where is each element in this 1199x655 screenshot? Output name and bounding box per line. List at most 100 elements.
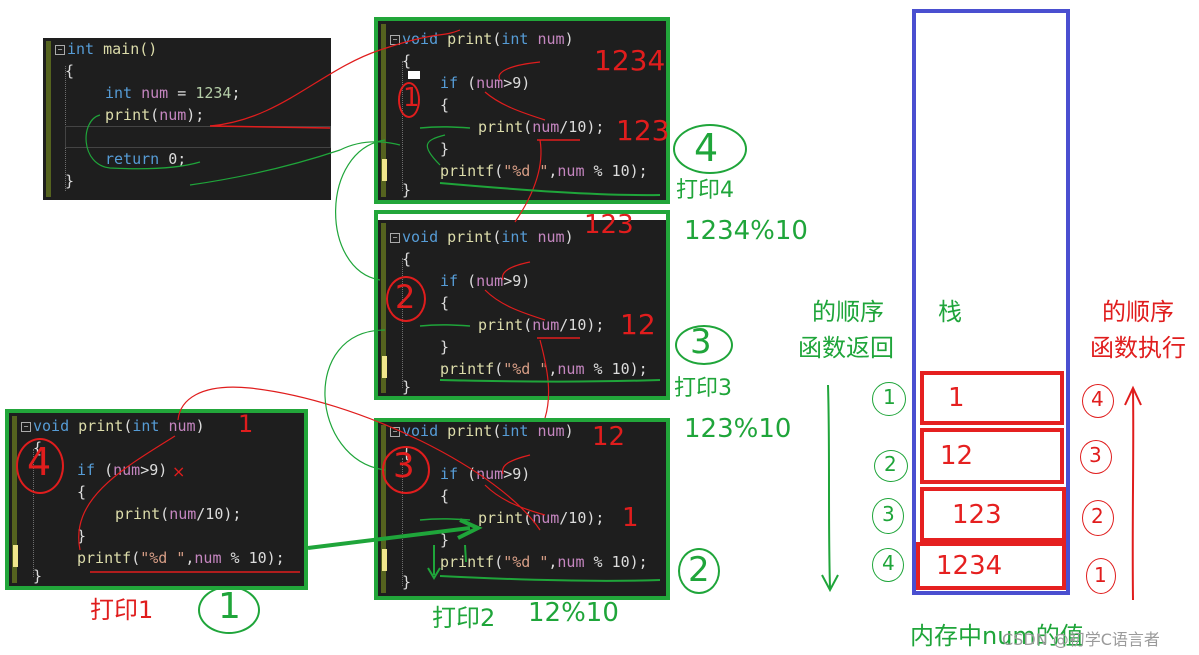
- order-circle: [1082, 500, 1114, 536]
- code-line-signature: −void print(int num): [390, 228, 574, 246]
- return-order-label: 函数返回: [798, 334, 894, 362]
- return-number: 1: [218, 586, 241, 627]
- gutter-bar: [381, 24, 386, 197]
- execute-order-label: 的顺序: [1102, 298, 1174, 326]
- code-line: }: [402, 378, 412, 396]
- print-label: 打印1: [90, 596, 154, 624]
- value-label: 1: [622, 503, 639, 533]
- code-line-if: if (num>9): [440, 465, 531, 483]
- code-line: }: [65, 172, 75, 190]
- arrowhead: [457, 518, 483, 540]
- call-arrow: [501, 454, 531, 475]
- order-circle: [874, 450, 908, 482]
- indent-guide: [402, 458, 403, 586]
- step-number: 1: [403, 83, 420, 113]
- code-line-printf: printf("%d ",num % 10);: [440, 162, 648, 180]
- stack-title: 栈: [938, 298, 962, 326]
- return-order-arrow: [827, 384, 831, 589]
- code-line: }: [440, 531, 450, 549]
- call-arrow: [484, 289, 546, 321]
- call-arrow: [484, 91, 546, 121]
- return-number: 2: [688, 550, 710, 590]
- code-line: {: [440, 294, 450, 312]
- call-arrow: [177, 386, 541, 531]
- gutter-bar: [12, 416, 17, 583]
- cursor-marker: [408, 71, 420, 79]
- code-line: {: [440, 487, 450, 505]
- print-code-panel-2: −void print(int num) { if (num>9) { prin…: [378, 220, 666, 396]
- order-circle: [1082, 384, 1114, 418]
- code-line: }: [402, 573, 412, 591]
- arrowhead: [427, 567, 441, 580]
- stack-cell: 1: [920, 371, 1064, 425]
- order-circle: [872, 548, 904, 582]
- arrowhead: [821, 574, 839, 593]
- print-frame-4: [5, 409, 308, 590]
- call-arrow: [539, 339, 550, 419]
- code-line-call: print(num);: [105, 106, 205, 124]
- collapse-icon: −: [390, 232, 400, 243]
- call-arrow: [484, 484, 546, 516]
- execute-order-arrow: [1131, 389, 1135, 601]
- code-line-printf: printf("%d ",num % 10);: [440, 360, 648, 378]
- call-arrow: [498, 61, 541, 81]
- collapse-icon: −: [390, 34, 400, 45]
- underline-mark: [439, 379, 661, 383]
- collapse-icon: −: [21, 421, 31, 432]
- collapse-icon: −: [390, 426, 400, 437]
- execution-marker: [382, 549, 387, 571]
- return-arrow: [419, 324, 471, 327]
- value-label: 12: [620, 308, 656, 341]
- call-arrow: [78, 435, 176, 551]
- value-label: 1234: [594, 44, 666, 77]
- call-arrow: [514, 139, 542, 223]
- code-line-declaration: int num = 1234;: [105, 84, 241, 102]
- execution-marker: [382, 159, 387, 181]
- return-order-label: 的顺序: [812, 298, 884, 326]
- step-circle: [398, 82, 420, 118]
- watermark: CSDN @初学C语言者: [1002, 630, 1160, 649]
- mod-label: 1234%10: [684, 216, 808, 246]
- code-line-main-signature: −int main(): [55, 40, 157, 58]
- print-label: 打印4: [676, 178, 734, 203]
- return-arrow-bold: [307, 526, 471, 550]
- code-line-recursive-call: print(num/10);: [478, 316, 605, 334]
- code-line-recursive-call: print(num/10);: [478, 509, 605, 527]
- step-circle: [16, 438, 64, 494]
- return-arrow: [419, 518, 471, 521]
- order-circle: [1080, 440, 1112, 474]
- return-number: 3: [690, 322, 712, 362]
- return-circle: [673, 124, 747, 174]
- indent-guide: [402, 258, 403, 388]
- code-line: {: [440, 96, 450, 114]
- print-frame-1: [374, 17, 670, 204]
- indent-guide: [33, 449, 34, 577]
- step-circle: [382, 446, 430, 494]
- print-frame-3: [374, 418, 670, 600]
- underline-mark: [439, 575, 661, 582]
- order-number: 2: [1091, 504, 1104, 528]
- code-line-if: if (num>9): [440, 272, 531, 290]
- code-line-recursive-call: print(num/10);: [478, 118, 605, 136]
- code-line: {: [77, 483, 87, 501]
- mod-label: 12%10: [528, 598, 619, 628]
- stack-cell: 1234: [916, 542, 1066, 590]
- order-number: 1: [1094, 563, 1107, 587]
- step-number: 4: [27, 440, 52, 484]
- mod-label: 123%10: [684, 414, 792, 444]
- stack-container: [912, 9, 1070, 595]
- underline-mark: [209, 125, 331, 129]
- cross-mark: ×: [172, 462, 186, 481]
- return-arrow: [335, 139, 386, 281]
- order-circle: [872, 498, 904, 534]
- print-label: 打印2: [432, 604, 496, 632]
- execute-order-label: 函数执行: [1090, 334, 1186, 362]
- code-line-signature: −void print(int num): [21, 417, 205, 435]
- stack-caption: 内存中num的值: [910, 622, 1084, 650]
- code-line: }: [33, 567, 43, 585]
- step-number: 2: [395, 278, 416, 316]
- return-number: 4: [694, 126, 719, 170]
- return-arrow: [85, 114, 201, 170]
- execution-marker: [13, 545, 18, 567]
- code-line-signature: −void print(int num): [390, 30, 574, 48]
